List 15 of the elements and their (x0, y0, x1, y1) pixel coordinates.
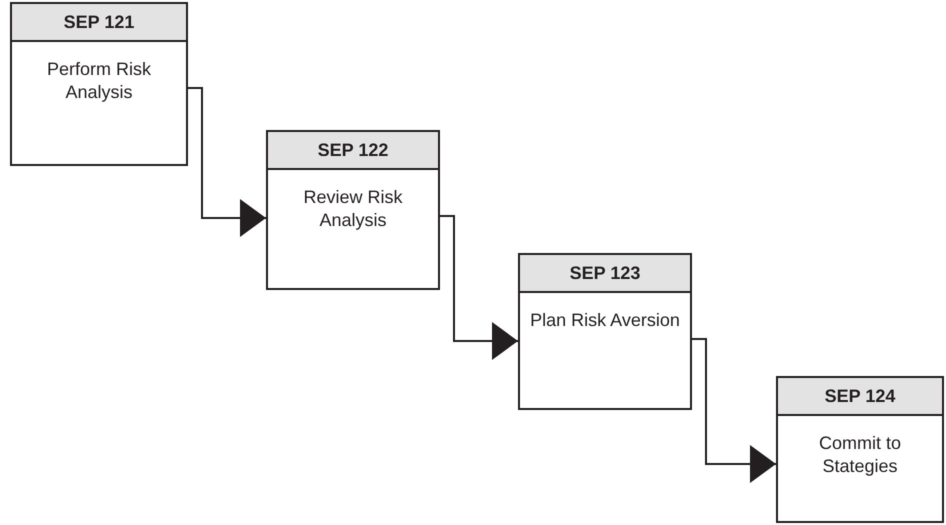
step-code: SEP 122 (268, 132, 438, 170)
arrow (188, 87, 266, 237)
step-code: SEP 121 (12, 4, 186, 42)
process-box (776, 376, 944, 523)
step-title: Review Risk Analysis (302, 186, 404, 232)
process-box (266, 130, 440, 290)
step-title: Commit to Stategies (818, 432, 902, 478)
step-title: Plan Risk Aversion (529, 309, 681, 332)
step-code: SEP 124 (778, 378, 942, 416)
step-code: SEP 123 (520, 255, 690, 293)
step-title: Perform Risk Analysis (46, 58, 152, 104)
process-box (10, 2, 188, 166)
process-box (518, 253, 692, 410)
arrow (692, 338, 776, 483)
arrow (440, 215, 518, 360)
